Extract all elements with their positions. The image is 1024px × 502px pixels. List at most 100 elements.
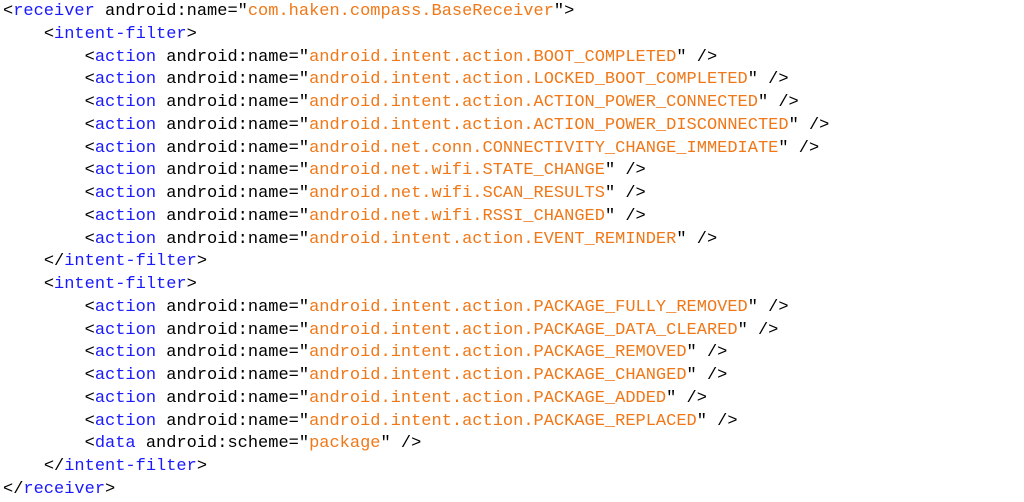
attribute-name: android:name= <box>156 115 299 135</box>
tag-open-bracket: < <box>84 411 95 431</box>
attribute-value: android.intent.action.BOOT_COMPLETED <box>309 47 677 67</box>
attribute-name: android:name= <box>156 206 299 226</box>
tag-close-bracket: /> <box>696 366 728 385</box>
code-line: <action android:name="android.intent.act… <box>84 343 728 363</box>
tag-open-bracket: < <box>43 24 55 44</box>
tag-close-bracket: > <box>196 457 208 476</box>
tag-open-bracket: < <box>84 93 95 112</box>
tag-name: action <box>94 343 157 363</box>
tag-name: action <box>94 388 157 408</box>
tag-open-bracket: < <box>84 184 95 203</box>
code-line: <action android:name="android.intent.act… <box>84 93 799 112</box>
attribute-name: android:name= <box>156 138 299 158</box>
tag-open-bracket: < <box>84 138 95 158</box>
tag-name: action <box>94 161 157 181</box>
tag-close-bracket: > <box>186 24 197 44</box>
tag-open-bracket: < <box>84 229 95 249</box>
code-line: <action android:name="android.intent.act… <box>84 388 707 408</box>
code-line: <action android:name="android.intent.act… <box>84 47 718 67</box>
attribute-value: android.intent.action.PACKAGE_DATA_CLEAR… <box>309 320 738 340</box>
tag-name: action <box>94 320 157 340</box>
attribute-name: android:name= <box>94 2 238 21</box>
attribute-name: android:name= <box>156 343 299 363</box>
attribute-name: android:name= <box>156 320 299 340</box>
attribute-value: android.net.wifi.RSSI_CHANGED <box>309 206 605 226</box>
tag-open-bracket: < <box>84 320 95 340</box>
attribute-value: android.intent.action.ACTION_POWER_DISCO… <box>309 115 789 135</box>
attribute-name: android:name= <box>156 388 299 408</box>
tag-open-bracket: < <box>84 206 95 226</box>
attribute-name: android:name= <box>156 93 299 112</box>
tag-open-bracket: < <box>43 275 55 294</box>
tag-name: intent-filter <box>54 24 187 44</box>
attribute-name: android:name= <box>156 229 299 249</box>
tag-close-bracket: /> <box>747 320 779 340</box>
tag-close-bracket: > <box>564 2 575 21</box>
tag-close-bracket: /> <box>686 47 718 67</box>
code-line: <receiver android:name="com.haken.compas… <box>3 2 575 21</box>
tag-name: action <box>94 297 157 317</box>
tag-close-bracket: /> <box>696 343 728 363</box>
tag-close-bracket: /> <box>788 138 820 158</box>
code-line: <data android:scheme="package" /> <box>84 434 422 454</box>
attribute-value: android.intent.action.PACKAGE_REMOVED <box>309 343 687 363</box>
tag-open-bracket: < <box>3 2 14 21</box>
attribute-name: android:name= <box>156 70 299 90</box>
code-line: <action android:name="android.net.wifi.R… <box>84 206 646 226</box>
tag-name: action <box>94 366 157 385</box>
attribute-value: android.intent.action.PACKAGE_CHANGED <box>309 366 687 385</box>
code-line: <action android:name="android.intent.act… <box>84 297 789 317</box>
attribute-name: android:name= <box>156 297 299 317</box>
tag-name: action <box>94 206 157 226</box>
tag-name: action <box>94 115 157 135</box>
tag-open-bracket: < <box>84 366 95 385</box>
attribute-value: android.net.wifi.SCAN_RESULTS <box>309 184 605 203</box>
attribute-name: android:name= <box>156 161 299 181</box>
tag-close-bracket: /> <box>768 93 799 112</box>
tag-open-bracket: < <box>84 47 95 67</box>
tag-name: action <box>94 411 157 431</box>
attribute-name: android:scheme= <box>135 434 299 454</box>
code-line: <action android:name="android.intent.act… <box>84 366 728 385</box>
attribute-name: android:name= <box>156 47 299 67</box>
code-line: <action android:name="android.intent.act… <box>84 115 830 135</box>
tag-close-bracket: > <box>186 275 197 294</box>
attribute-value: android.intent.action.EVENT_REMINDER <box>309 229 677 249</box>
code-line: <action android:name="android.net.wifi.S… <box>84 184 646 203</box>
tag-close-bracket: /> <box>615 184 646 203</box>
code-line: <action android:name="android.intent.act… <box>84 70 789 90</box>
tag-name: action <box>94 184 157 203</box>
tag-name: action <box>94 70 157 90</box>
tag-close-bracket: /> <box>798 115 830 135</box>
code-line: <action android:name="android.intent.act… <box>84 411 738 431</box>
tag-open-bracket: </ <box>3 479 24 499</box>
attribute-name: android:name= <box>156 366 299 385</box>
code-line: <intent-filter> <box>3 24 1024 47</box>
tag-name: receiver <box>13 2 95 21</box>
tag-name: receiver <box>23 479 106 499</box>
tag-open-bracket: </ <box>43 457 65 476</box>
tag-close-bracket: > <box>196 252 208 272</box>
attribute-value: android.net.conn.CONNECTIVITY_CHANGE_IMM… <box>309 138 779 158</box>
tag-close-bracket: /> <box>757 70 789 90</box>
tag-close-bracket: /> <box>706 411 738 431</box>
code-line: </intent-filter> <box>3 251 1024 274</box>
tag-name: intent-filter <box>64 457 197 476</box>
attribute-name: android:name= <box>156 411 299 431</box>
attribute-value: android.intent.action.PACKAGE_FULLY_REMO… <box>309 297 748 317</box>
tag-open-bracket: < <box>84 388 95 408</box>
tag-name: intent-filter <box>64 252 197 272</box>
tag-open-bracket: </ <box>43 252 65 272</box>
tag-open-bracket: < <box>84 297 95 317</box>
tag-close-bracket: /> <box>686 229 718 249</box>
tag-close-bracket: /> <box>615 161 646 181</box>
tag-close-bracket: /> <box>676 388 707 408</box>
attribute-value: android.intent.action.PACKAGE_ADDED <box>309 388 667 408</box>
tag-name: action <box>94 93 157 112</box>
tag-open-bracket: < <box>84 70 95 90</box>
code-line: </receiver> <box>3 479 1024 502</box>
attribute-value: package <box>309 434 381 454</box>
tag-name: action <box>94 138 157 158</box>
code-line: <action android:name="android.net.wifi.S… <box>84 161 646 181</box>
